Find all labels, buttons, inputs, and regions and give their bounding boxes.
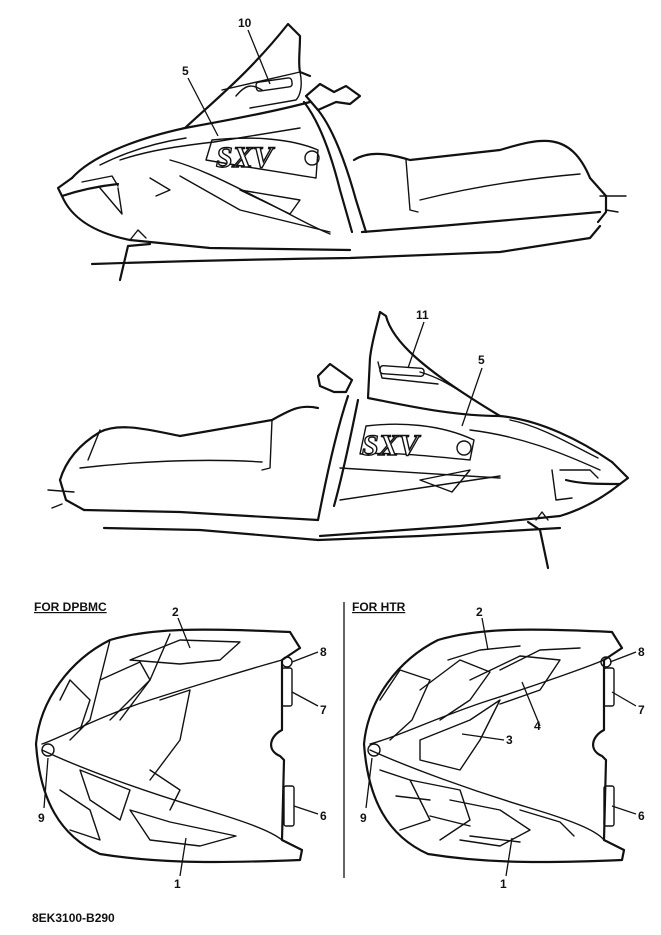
callout-9-htr: 9 <box>360 811 367 825</box>
callout-8-dpbmc: 8 <box>320 645 327 659</box>
callout-3-htr: 3 <box>506 733 513 747</box>
callout-7-dpbmc: 7 <box>320 703 327 717</box>
dpbmc-hood-top-view <box>34 628 304 864</box>
callout-1-dpbmc: 1 <box>174 877 181 891</box>
callout-5-middle: 5 <box>478 353 485 367</box>
callout-6-dpbmc: 6 <box>320 809 327 823</box>
part-code: 8EK3100-B290 <box>32 911 115 925</box>
callout-9-dpbmc: 9 <box>38 811 45 825</box>
sxv-badge-middle: SXV <box>362 429 422 462</box>
htr-hood-top-view <box>362 628 626 864</box>
callout-6-htr: 6 <box>638 809 645 823</box>
htr-callouts: 2 8 4 7 3 9 6 1 <box>360 605 645 891</box>
caption-dpbmc: FOR DPBMC <box>34 600 107 614</box>
dpbmc-callouts: 2 8 7 9 6 1 <box>38 605 327 891</box>
middle-callouts: 11 5 <box>407 308 485 427</box>
callout-1-htr: 1 <box>500 877 507 891</box>
upper-callouts: 10 5 <box>182 16 271 137</box>
callout-2-htr: 2 <box>476 605 483 619</box>
caption-htr: FOR HTR <box>352 600 406 614</box>
callout-11: 11 <box>416 308 429 322</box>
callout-5-upper: 5 <box>182 64 189 78</box>
snowmobile-right-side-view: SXV <box>47 310 630 570</box>
snowmobile-left-side-view: SXV <box>56 22 627 282</box>
callout-10: 10 <box>238 16 252 30</box>
callout-8-htr: 8 <box>638 645 645 659</box>
callout-4-htr: 4 <box>534 719 541 733</box>
callout-2-dpbmc: 2 <box>172 605 179 619</box>
callout-7-htr: 7 <box>638 703 645 717</box>
sxv-badge-upper: SXV <box>216 141 276 174</box>
